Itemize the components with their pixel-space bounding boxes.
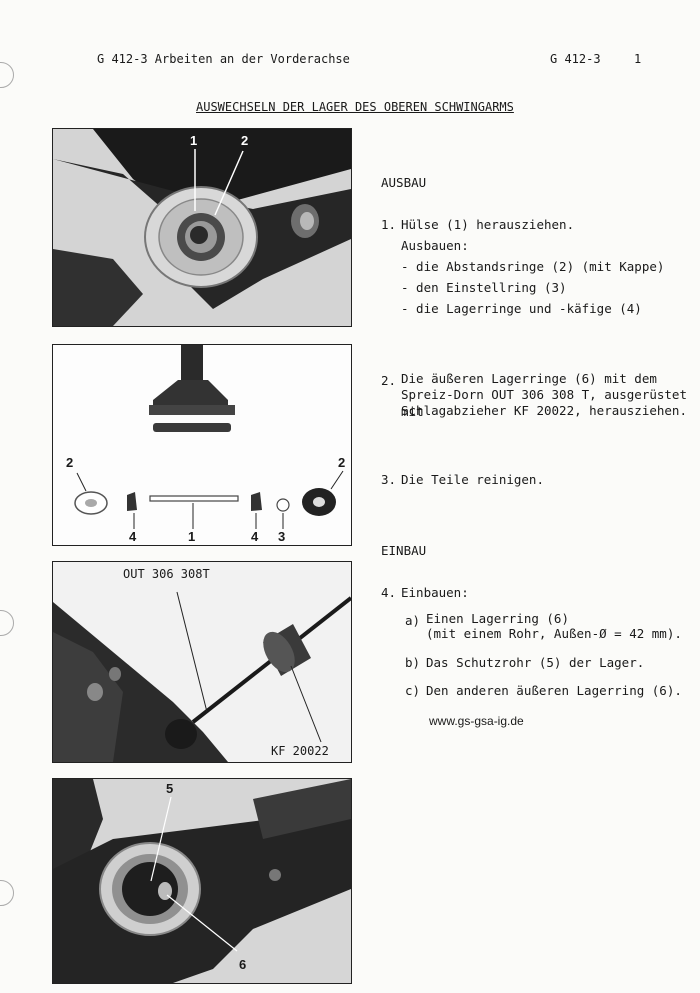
step-3-number: 3. (381, 472, 397, 487)
figure-1-photo: 1 2 (52, 128, 352, 327)
step-2-line: Die äußeren Lagerringe (6) mit dem (401, 371, 657, 386)
step-2-line: Schlagabzieher KF 20022, herausziehen. (401, 403, 687, 418)
callout-3: 3 (278, 529, 286, 544)
figure-2-drawing (74, 345, 344, 529)
page-title: AUSWECHSELN DER LAGER DES OBEREN SCHWING… (196, 100, 514, 114)
callout-1: 1 (190, 133, 198, 148)
step-1-sub: Ausbauen: (401, 238, 469, 253)
callout-5: 5 (166, 781, 174, 796)
header-code: G 412-3 (550, 52, 601, 66)
figure-4-drawing (53, 779, 351, 983)
step-1-number: 1. (381, 217, 397, 232)
binder-hole (0, 880, 14, 906)
step-4a-letter: a) (405, 613, 421, 628)
step-1-item: - den Einstellring (3) (401, 280, 567, 295)
callout-2-left: 2 (66, 455, 74, 470)
callout-2: 2 (241, 133, 249, 148)
step-4c-text: Den anderen äußeren Lagerring (6). (426, 683, 682, 698)
figure-1-drawing (53, 129, 351, 326)
callout-1: 1 (188, 529, 196, 544)
step-4a-text-2: (mit einem Rohr, Außen-Ø = 42 mm). (426, 626, 682, 641)
binder-hole (0, 610, 14, 636)
step-1-item: - die Lagerringe und -käfige (4) (401, 301, 642, 316)
step-4a-text: Einen Lagerring (6) (426, 611, 569, 626)
step-4c-letter: c) (405, 683, 421, 698)
website-url[interactable]: www.gs-gsa-ig.de (429, 714, 524, 728)
step-3-text: Die Teile reinigen. (401, 472, 544, 487)
step-2-line: Spreiz-Dorn OUT 306 308 T, ausgerüstet m… (401, 387, 687, 419)
figure-3-tool-photo: OUT 306 308T KF 20022 (52, 561, 352, 763)
figure-4-photo: 5 6 (52, 778, 352, 984)
figure-3-drawing (53, 591, 351, 762)
callout-6: 6 (239, 957, 247, 972)
step-1-item: - die Abstandsringe (2) (mit Kappe) (401, 259, 665, 274)
step-4b-letter: b) (405, 655, 421, 670)
step-4b-text: Das Schutzrohr (5) der Lager. (426, 655, 645, 670)
binder-hole (0, 62, 14, 88)
tool-label-kf: KF 20022 (271, 744, 329, 758)
step-2-number: 2. (381, 373, 397, 388)
section-ausbau: AUSBAU (381, 175, 427, 190)
header-left: G 412-3 Arbeiten an der Vorderachse (97, 52, 350, 66)
callout-4-left: 4 (129, 529, 137, 544)
callout-4-right: 4 (251, 529, 259, 544)
step-1-text: Hülse (1) herausziehen. (401, 217, 575, 232)
step-4-number: 4. (381, 585, 397, 600)
step-4-text: Einbauen: (401, 585, 469, 600)
figure-2-exploded-view: 2 2 4 1 4 3 (52, 344, 352, 546)
section-einbau: EINBAU (381, 543, 427, 558)
callout-2-right: 2 (338, 455, 346, 470)
tool-label-out: OUT 306 308T (123, 567, 210, 581)
page-number: 1 (634, 52, 642, 66)
